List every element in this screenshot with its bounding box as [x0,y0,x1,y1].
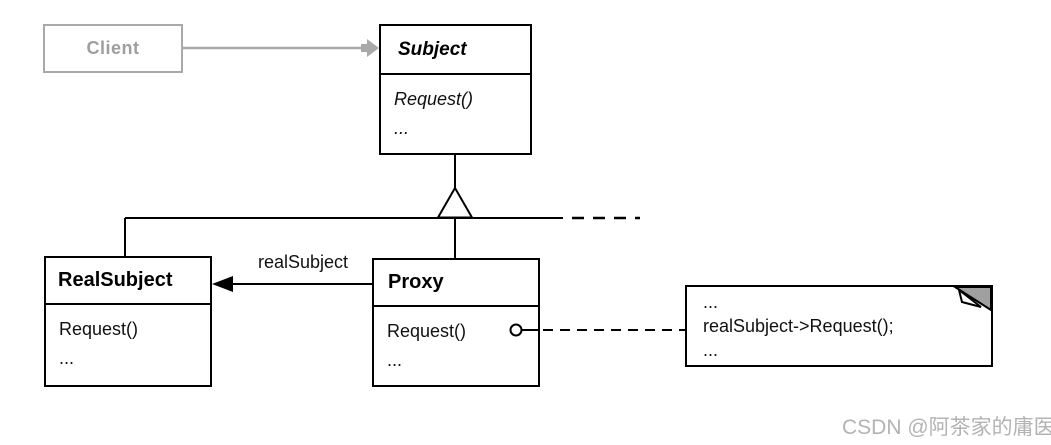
subject-method: Request() [394,89,474,109]
proxy-class-box: Proxy Request() ... [372,258,540,387]
csdn-watermark: CSDN @阿茶家的庸医 [842,416,1051,439]
realsubject-method-ellipsis: ... [59,348,75,368]
note-line-code: realSubject->Request(); [703,316,894,336]
proxy-class-title: Proxy [374,260,538,307]
subject-class-box: Subject Request() ... [379,24,532,155]
note-dogear-icon [951,286,992,312]
subject-class-title: Subject [381,26,530,75]
association-label-realsubject: realSubject [257,252,349,272]
realsubject-class-title: RealSubject [46,258,210,305]
inheritance-triangle-icon [436,185,474,219]
note-line-ellipsis-bottom: ... [703,340,719,360]
subject-class-methods: Request() ... [381,75,530,143]
proxy-method: Request() [387,321,467,341]
realsubject-class-box: RealSubject Request() ... [44,256,212,387]
client-class-title: Client [86,38,140,58]
proxy-class-methods: Request() ... [374,307,538,375]
proxy-realsubject-arrowhead-icon [212,276,233,292]
implementation-note-box: ... realSubject->Request(); ... [685,285,993,367]
client-class-box: Client [43,24,183,73]
proxy-method-ellipsis: ... [387,350,403,370]
subject-method-ellipsis: ... [394,118,410,138]
realsubject-method: Request() [59,319,139,339]
realsubject-class-methods: Request() ... [46,305,210,373]
note-line-ellipsis-top: ... [703,292,719,312]
client-subject-arrowhead-icon [361,39,379,57]
